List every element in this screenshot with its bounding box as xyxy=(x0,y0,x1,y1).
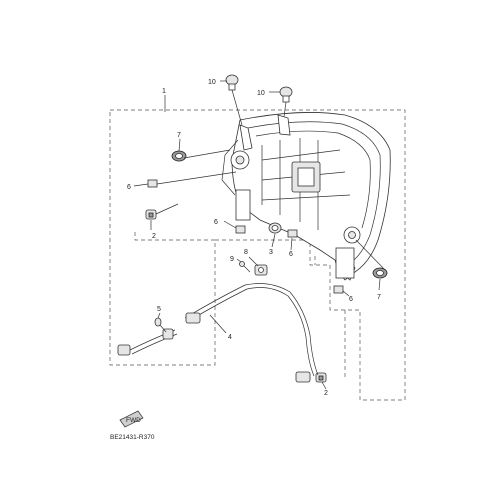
callout-2-left: 2 xyxy=(152,233,156,240)
callout-2-right: 2 xyxy=(324,390,328,397)
callout-10-left: 10 xyxy=(208,79,216,86)
grommet-7-left xyxy=(171,150,187,162)
clip-6-c xyxy=(287,229,298,238)
wire-harness-4 xyxy=(117,283,319,383)
callout-6-d: 6 xyxy=(349,296,353,303)
callout-3: 3 xyxy=(269,249,273,256)
callout-4: 4 xyxy=(228,334,232,341)
callout-1: 1 xyxy=(162,88,166,95)
connector-boundary-left xyxy=(134,232,215,241)
screw-9 xyxy=(239,261,251,273)
callout-6-b: 6 xyxy=(214,219,218,226)
bulb-socket-2-left xyxy=(145,209,157,220)
grommet-10-left xyxy=(225,74,239,91)
callout-7-right: 7 xyxy=(377,294,381,301)
grommet-7-right xyxy=(372,267,388,279)
headlight-housing xyxy=(221,112,391,281)
clip-6-a xyxy=(147,179,158,188)
leader-lines xyxy=(133,80,386,390)
callout-6-c: 6 xyxy=(289,251,293,258)
drawing-code: BE21431-R370 xyxy=(110,434,155,441)
fwd-label: FWD xyxy=(126,417,141,424)
clip-6-d xyxy=(333,285,344,294)
callout-7-left: 7 xyxy=(177,132,181,139)
assembly-boundary xyxy=(109,109,406,401)
callout-6-a: 6 xyxy=(127,184,131,191)
grommet-10-right xyxy=(279,86,293,103)
callout-8: 8 xyxy=(244,249,248,256)
holder-8 xyxy=(254,264,268,276)
callout-5: 5 xyxy=(157,306,161,313)
bulb-5 xyxy=(154,317,167,333)
clip-6-b xyxy=(235,225,246,234)
cap-3 xyxy=(268,222,282,234)
callout-9: 9 xyxy=(230,256,234,263)
fwd-arrow: FWD xyxy=(119,410,144,428)
bulb-socket-2-right xyxy=(315,372,327,383)
callout-10-right: 10 xyxy=(257,90,265,97)
